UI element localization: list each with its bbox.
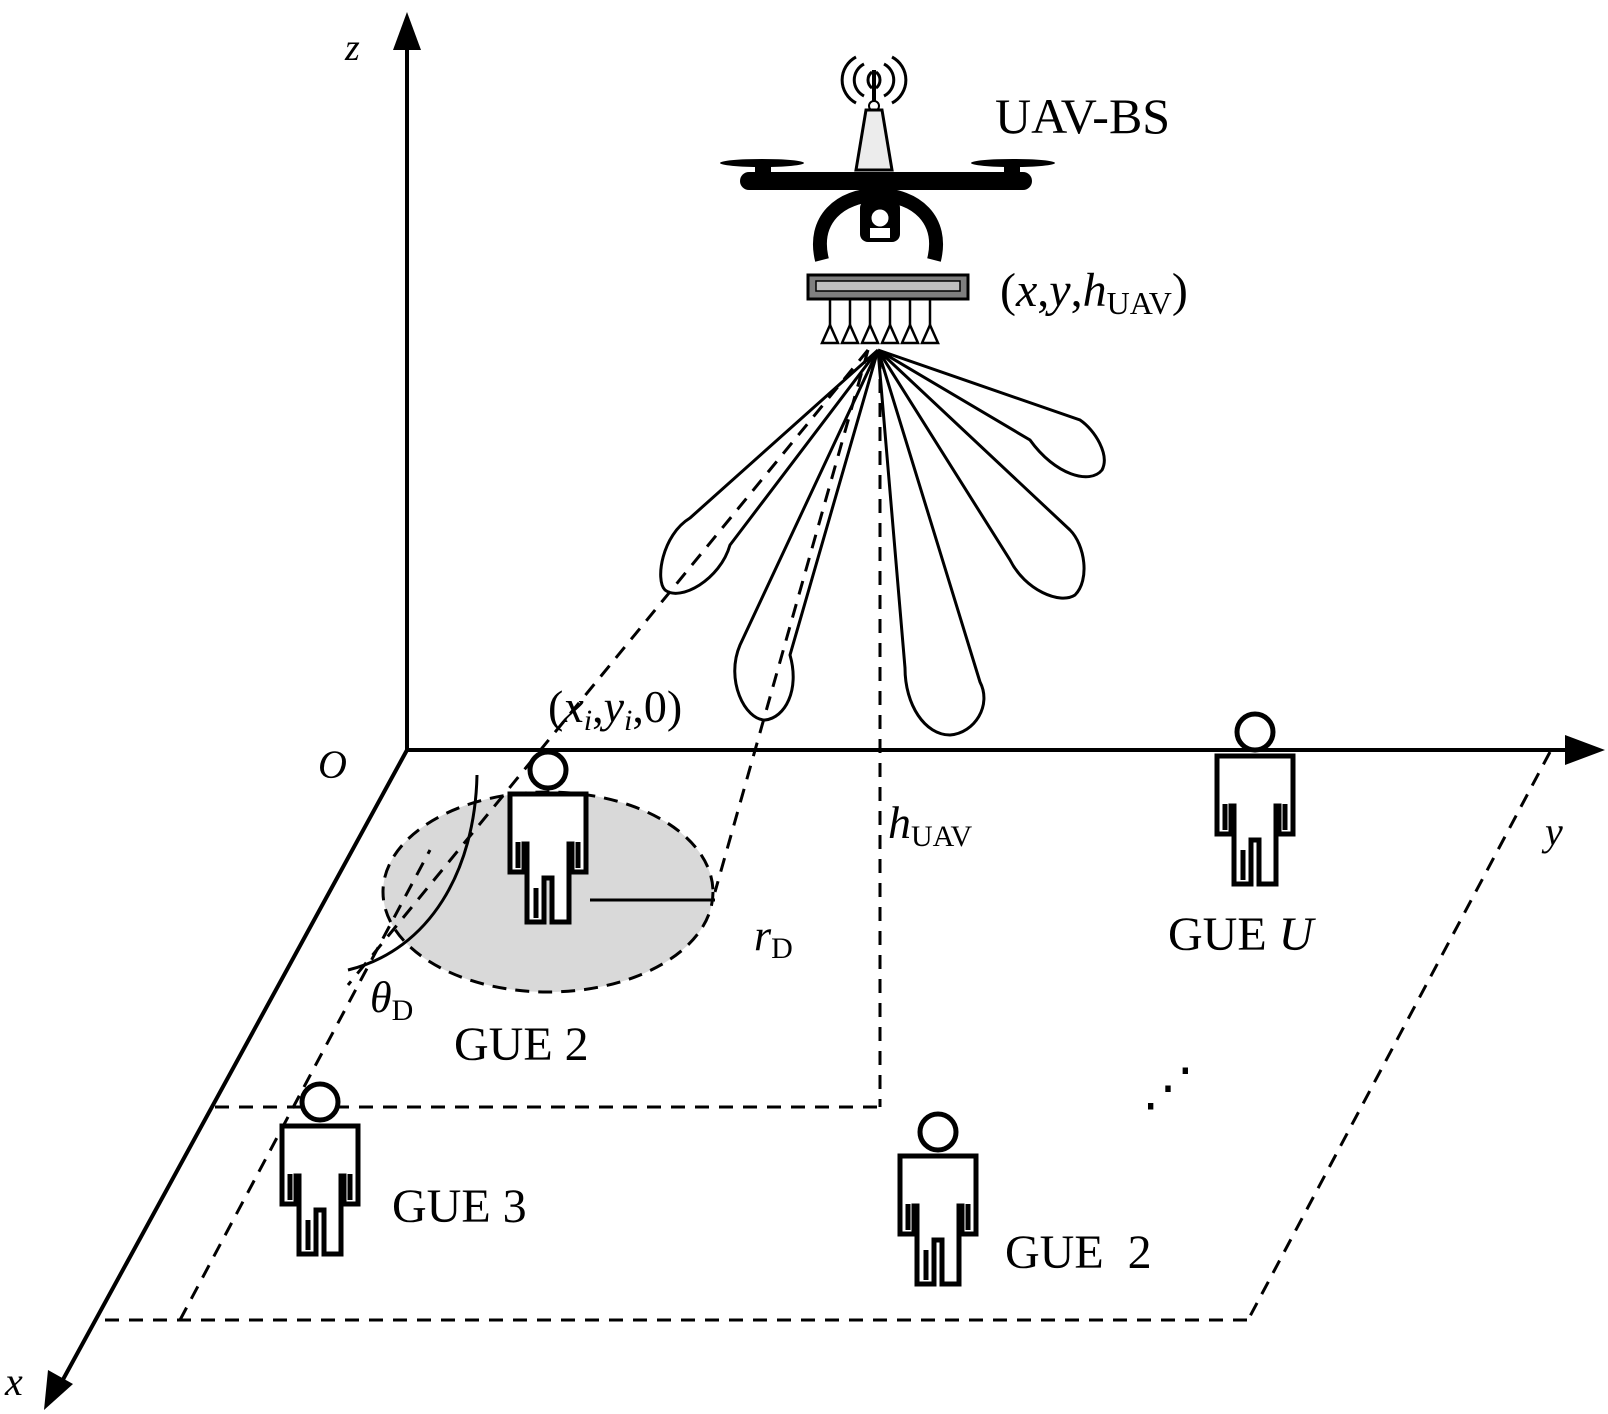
more-users-ellipsis: ⋰ xyxy=(1142,1060,1194,1117)
x-axis-arrowhead xyxy=(44,1370,73,1410)
y-axis-label: y xyxy=(1541,809,1563,854)
uav-label: UAV-BS xyxy=(995,88,1170,144)
user-gue-near-label: GUE 2 xyxy=(454,1018,589,1071)
coordinate-axes xyxy=(58,40,1570,1386)
x-axis-label: x xyxy=(4,1359,23,1404)
uav-drone-icon xyxy=(720,55,1055,345)
user-gue-u-icon xyxy=(1217,714,1293,884)
radius-label: rD xyxy=(754,911,793,965)
y-axis-arrowhead xyxy=(1565,735,1605,765)
user-gue-front-label: GUE 2 xyxy=(1005,1226,1152,1279)
user-gue-u-label: GUE U xyxy=(1168,908,1317,961)
z-axis-label: z xyxy=(344,27,360,69)
user-gue-front-icon xyxy=(900,1114,976,1284)
origin-label: O xyxy=(318,742,347,787)
angle-arc xyxy=(347,774,479,972)
height-label: hUAV xyxy=(888,797,972,853)
user-gue-3-icon xyxy=(282,1084,358,1254)
ground-plane xyxy=(105,349,1552,1322)
ground-point-label: (xi,yi,0) xyxy=(548,681,682,737)
angle-label: θD xyxy=(370,973,413,1027)
z-axis-arrowhead xyxy=(393,12,421,50)
user-gue-3-label: GUE 3 xyxy=(392,1180,527,1233)
beam-pattern xyxy=(659,348,1106,737)
uav-position-label: (x,y,hUAV) xyxy=(1000,264,1188,321)
